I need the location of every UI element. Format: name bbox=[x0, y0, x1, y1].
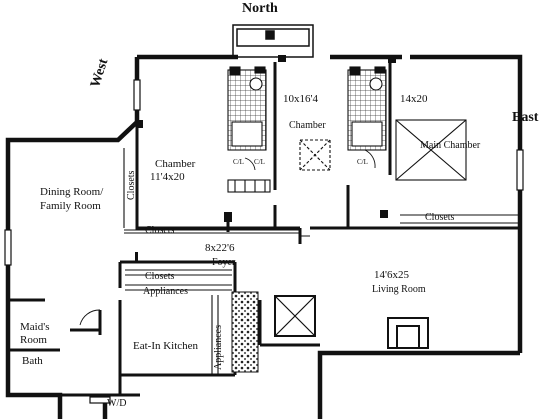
room-dining-line1: Dining Room/ bbox=[40, 186, 104, 198]
appliances-top-label: Appliances bbox=[143, 286, 188, 297]
wall-columns bbox=[135, 55, 396, 262]
closets-hall-label: Closets bbox=[145, 225, 175, 236]
compass-north-label: North bbox=[242, 1, 278, 16]
room-maids-line2: Room bbox=[20, 334, 47, 346]
room-main-chamber-size: 14x20 bbox=[400, 93, 428, 105]
bath-fixtures bbox=[227, 66, 387, 151]
chamber-closets bbox=[227, 119, 467, 193]
closet-tag-2: C/L bbox=[254, 158, 265, 166]
room-foyer-name: Foyer bbox=[212, 257, 236, 268]
closets-kitchen-label: Closets bbox=[145, 271, 175, 282]
wall-details bbox=[123, 148, 521, 375]
room-wd-name: W/D bbox=[107, 398, 127, 409]
room-living-name: Living Room bbox=[372, 284, 426, 295]
room-living-size: 14'6x25 bbox=[374, 269, 409, 281]
compass-east-label: East bbox=[512, 110, 539, 125]
closet-tag-3: C/L bbox=[357, 158, 368, 166]
room-chamber-left-name: Chamber bbox=[155, 158, 196, 170]
room-kitchen-name: Eat-In Kitchen bbox=[133, 340, 199, 352]
elevator-shaft bbox=[231, 291, 316, 373]
appliances-side-label: Appliances bbox=[213, 325, 224, 370]
room-maids-line1: Maid's bbox=[20, 321, 50, 333]
closets-right-label: Closets bbox=[425, 212, 455, 223]
room-chamber-left-size: 11'4x20 bbox=[150, 171, 185, 183]
room-bath-name: Bath bbox=[22, 355, 43, 367]
windows bbox=[4, 79, 524, 404]
room-dining-line2: Family Room bbox=[40, 200, 101, 212]
room-foyer-size: 8x22'6 bbox=[205, 242, 235, 254]
room-chamber-mid-size: 10x16'4 bbox=[283, 93, 318, 105]
room-chamber-mid-name: Chamber bbox=[289, 120, 326, 131]
door-swings bbox=[79, 149, 376, 326]
fireplace bbox=[387, 317, 429, 349]
room-main-chamber-name: Main Chamber bbox=[420, 140, 481, 151]
closets-vertical-label: Closets bbox=[126, 170, 137, 200]
north-balcony bbox=[232, 24, 314, 58]
closet-tag-1: C/L bbox=[233, 158, 244, 166]
